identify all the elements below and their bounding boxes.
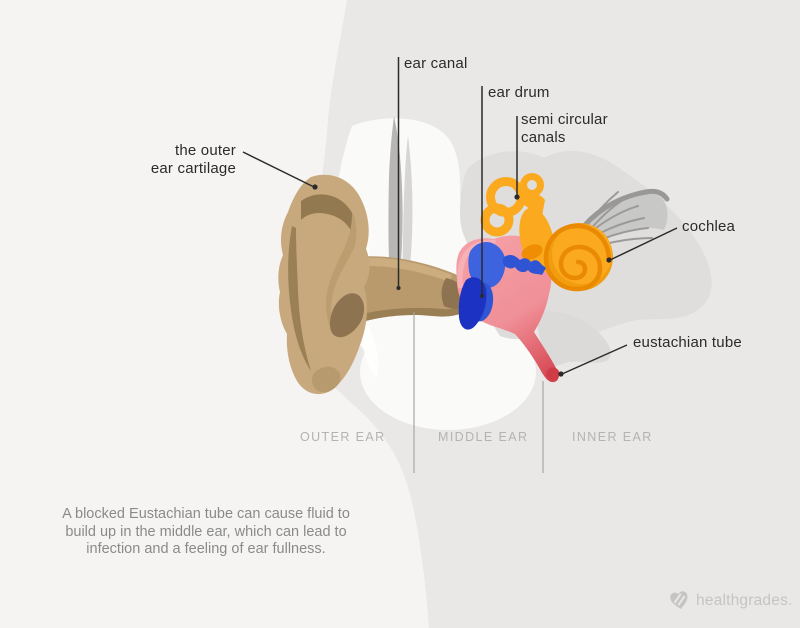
region-label-outer-ear: OUTER EAR — [300, 430, 386, 444]
label-semicircular-canals: semi circular canals — [521, 111, 608, 146]
caption-line: infection and a feeling of ear fullness. — [86, 541, 326, 557]
caption: A blocked Eustachian tube can cause flui… — [40, 506, 372, 559]
outer-ear-illustration — [278, 174, 370, 395]
cochlea-illustration — [543, 223, 613, 292]
eustachian-tube-tip — [546, 367, 560, 381]
heart-check-icon — [670, 591, 688, 609]
caption-line: build up in the middle ear, which can le… — [65, 523, 347, 540]
caption-line: A blocked Eustachian tube can cause flui… — [62, 506, 350, 522]
pointer-outer-cartilage — [242, 151, 315, 188]
pointer-cochlea — [609, 227, 678, 261]
label-eustachian-tube: eustachian tube — [633, 334, 742, 351]
label-outer-ear-cartilage: the outer ear cartilage — [126, 142, 236, 177]
label-line: canals — [521, 128, 566, 146]
pointer-dots — [312, 184, 612, 377]
label-cochlea: cochlea — [682, 218, 736, 235]
label-line: ear cartilage — [150, 159, 236, 177]
pointer-eustachian — [561, 344, 628, 375]
region-label-inner-ear: INNER EAR — [572, 430, 653, 444]
ossicles-illustration — [458, 242, 546, 330]
pointer-lines — [242, 57, 678, 375]
region-dividers — [413, 312, 544, 473]
label-ear-canal: ear canal — [404, 55, 468, 72]
ear-drum-illustration — [458, 277, 487, 330]
label-line: semi circular — [521, 111, 608, 128]
brand-name: healthgrades. — [696, 591, 793, 609]
label-line: the outer — [174, 142, 236, 159]
brand-logo: healthgrades. — [668, 589, 793, 612]
label-ear-drum: ear drum — [488, 84, 550, 101]
region-label-middle-ear: MIDDLE EAR — [438, 430, 529, 444]
